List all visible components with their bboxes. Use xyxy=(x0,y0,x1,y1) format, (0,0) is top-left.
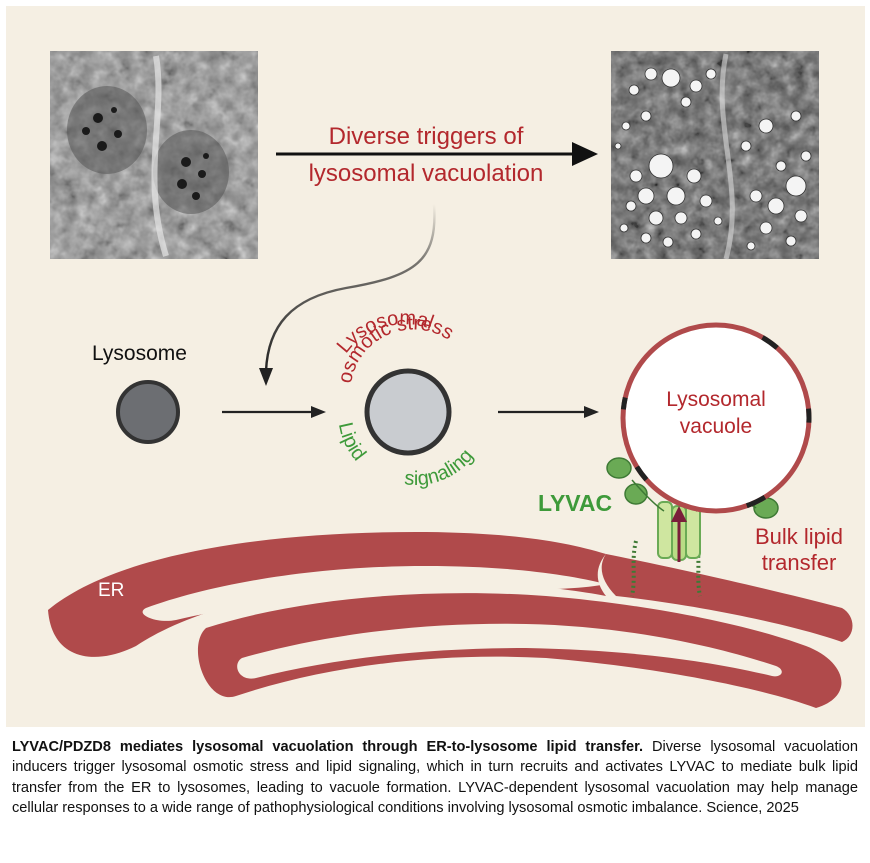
bulk-line-1: Bulk lipid xyxy=(754,524,844,549)
figure-caption: LYVAC/PDZD8 mediates lysosomal vacuolati… xyxy=(12,737,858,819)
lysosome xyxy=(116,380,180,444)
micrograph-vacuolated xyxy=(611,51,819,260)
vacuole-line-2: vacuole xyxy=(679,415,753,438)
er-membrane xyxy=(48,531,853,708)
caption-title: LYVAC/PDZD8 mediates lysosomal vacuolati… xyxy=(12,739,644,755)
er-label: ER xyxy=(98,580,125,601)
triggers-line-2: lysosomal vacuolation xyxy=(308,160,544,187)
vacuole-line-1: Lysosomal xyxy=(666,388,766,411)
figure-graphics: Lysosomal osmotic stress Lipid signaling xyxy=(48,51,853,708)
triggers-label: Diverse triggers of lysosomal vacuolatio… xyxy=(278,121,574,189)
arrow-head-1 xyxy=(311,406,326,418)
curved-arrow xyxy=(264,203,436,372)
lipid-label: Lipid xyxy=(334,420,370,465)
triggers-line-1: Diverse triggers of xyxy=(328,123,524,150)
bulk-transfer-label: Bulk lipid transfer xyxy=(740,524,858,576)
arrow-head-2 xyxy=(584,406,599,418)
caption-body: Diverse lysosomal vacuolation inducers t… xyxy=(12,739,858,817)
lysosomal-vacuole xyxy=(620,322,812,514)
trigger-arrow-head xyxy=(572,142,598,166)
curved-arrow-head xyxy=(259,368,273,386)
lysosome-label: Lysosome xyxy=(92,342,187,365)
stressed-lysosome xyxy=(364,368,452,456)
micrograph-normal xyxy=(50,51,258,259)
bulk-line-2: transfer xyxy=(761,550,837,575)
figure-panel: Lysosomal osmotic stress Lipid signaling xyxy=(6,6,865,727)
vacuole-label: Lysosomal vacuole xyxy=(616,386,816,440)
lyvac-label: LYVAC xyxy=(538,490,613,516)
